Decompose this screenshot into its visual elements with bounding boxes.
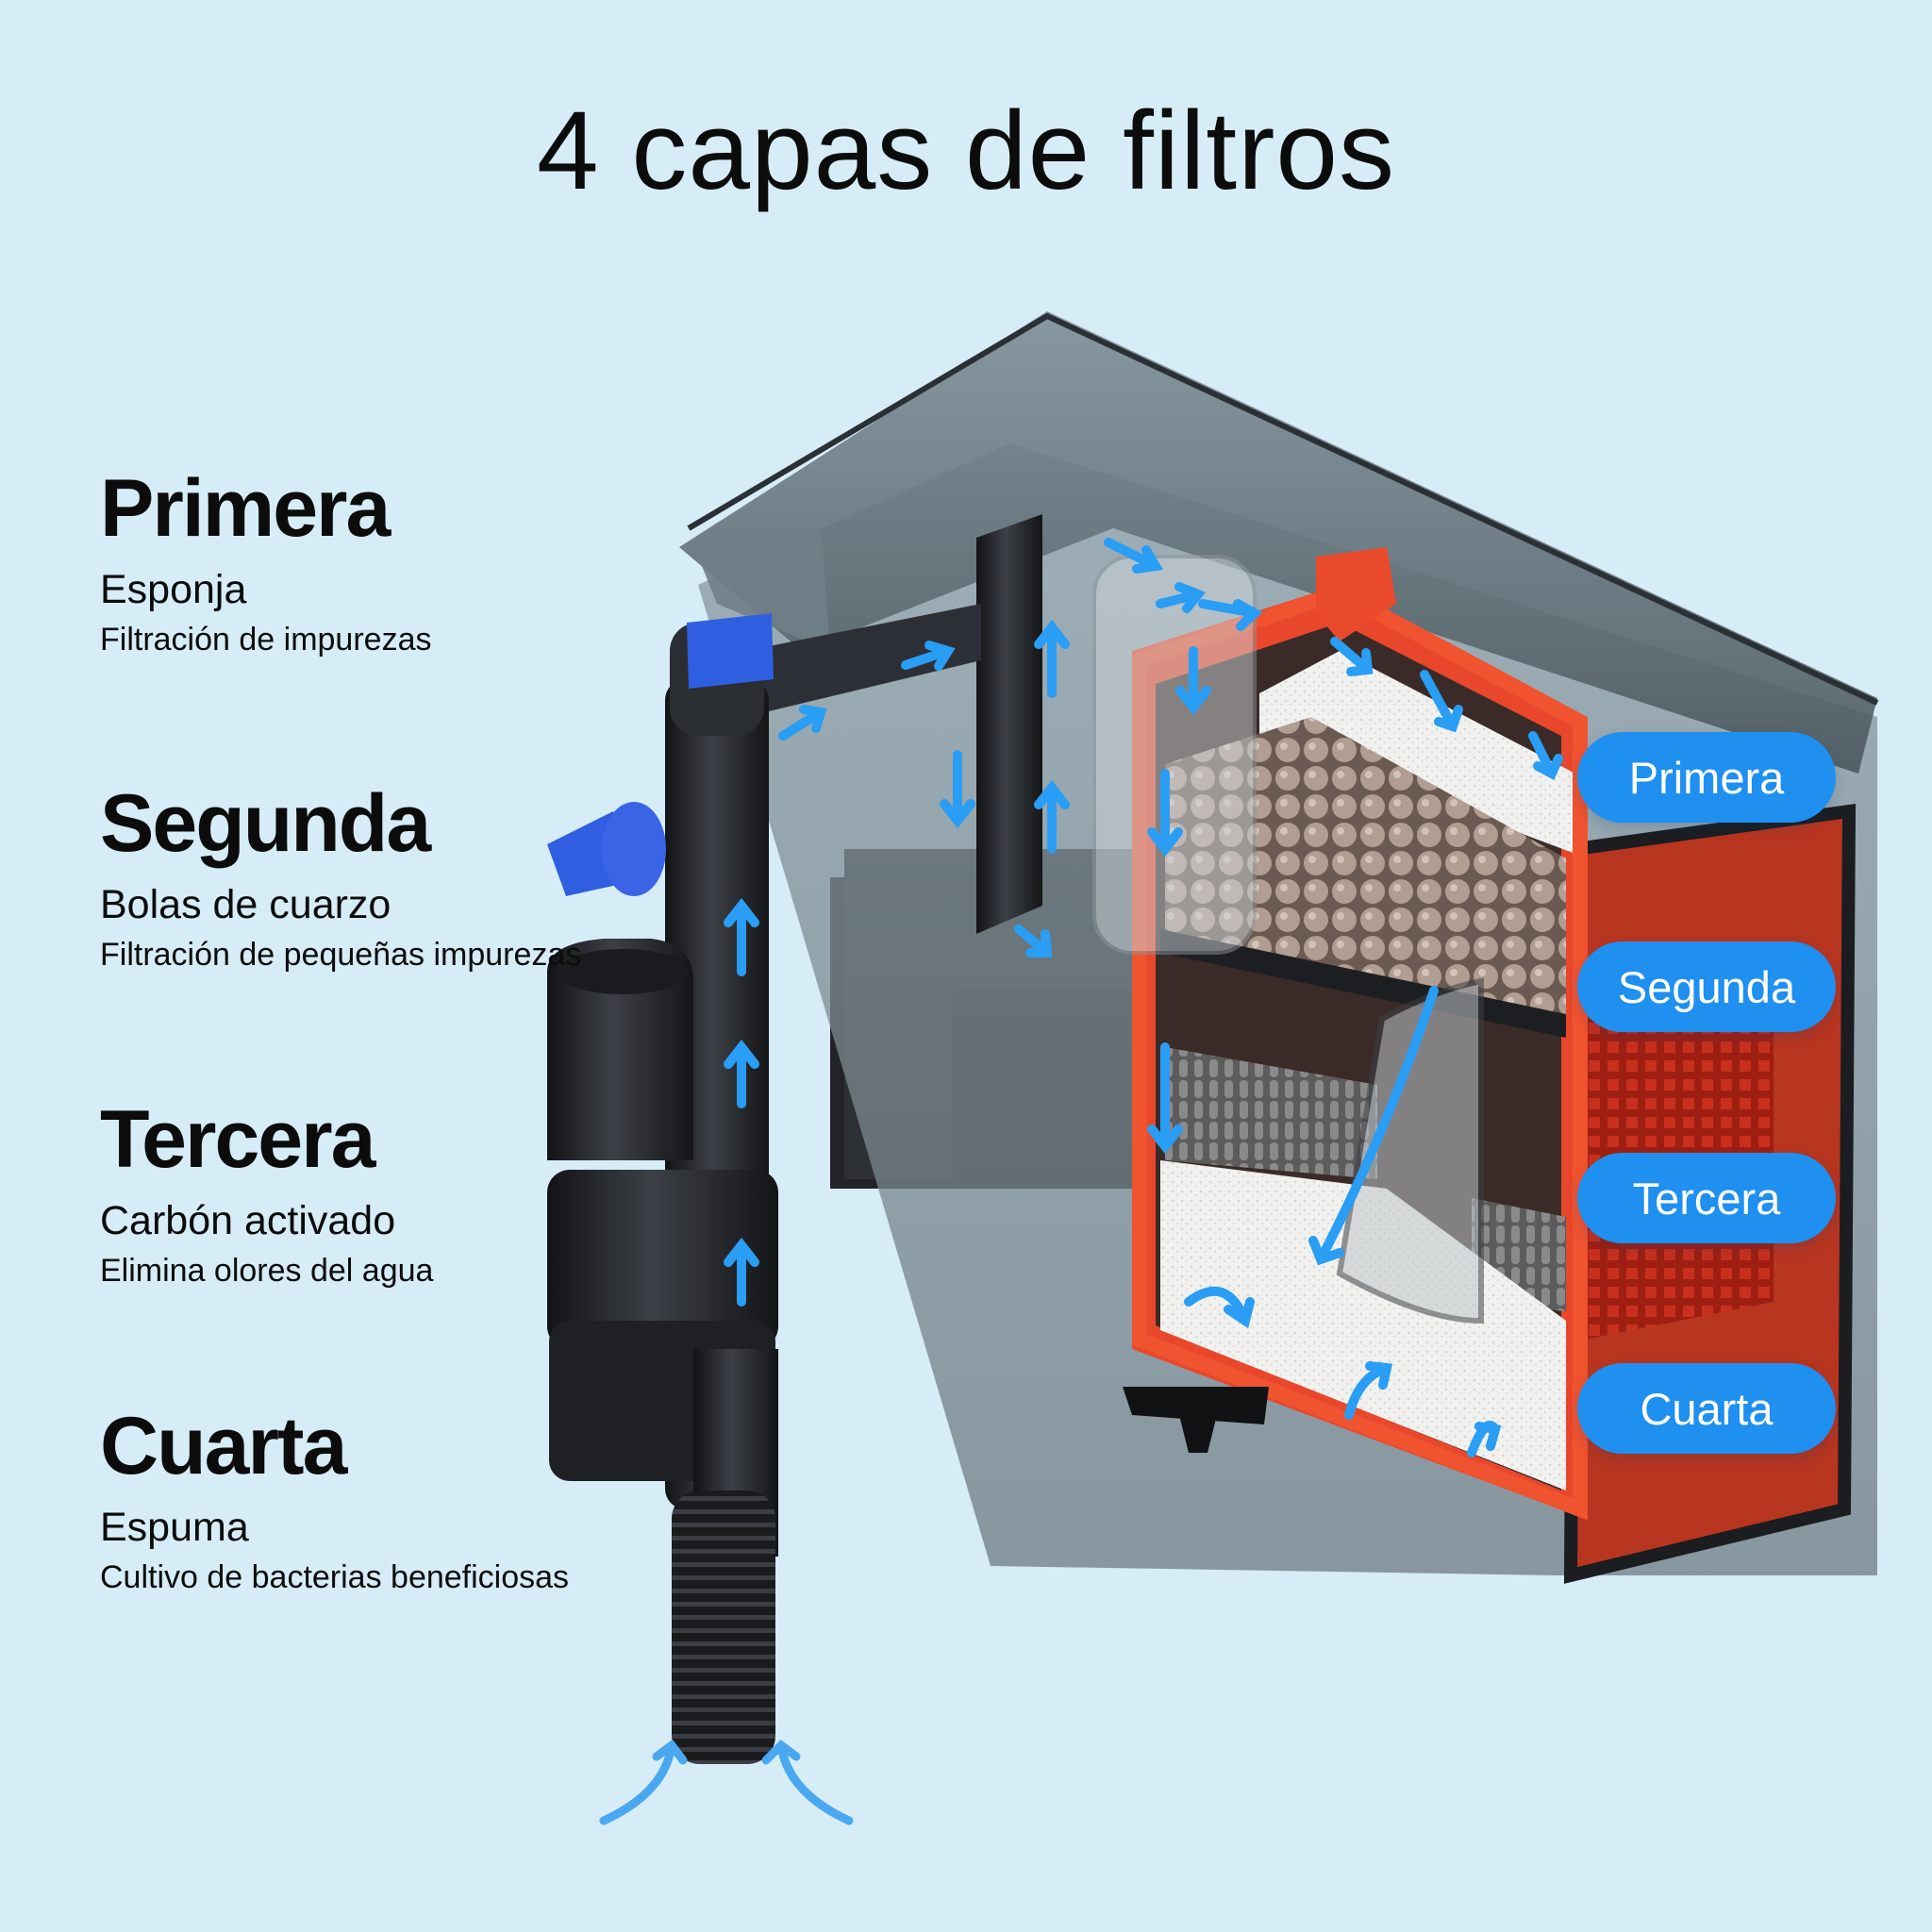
layer-block-4: Cuarta Espuma Cultivo de bacterias benef… (100, 1406, 569, 1593)
layer-material: Espuma (100, 1505, 249, 1550)
layer-purpose: Elimina olores del agua (100, 1253, 434, 1289)
layer-ordinal: Cuarta (100, 1401, 347, 1491)
layer-material: Esponja (100, 567, 247, 612)
layer-block-1: Primera Esponja Filtración de impurezas (100, 468, 431, 656)
callout-tercera: Tercera (1577, 1153, 1836, 1243)
layer-block-2: Segunda Bolas de cuarzo Filtración de pe… (100, 783, 581, 971)
page-title: 4 capas de filtros (536, 89, 1396, 213)
layer-purpose: Filtración de impurezas (100, 622, 432, 658)
flow-arrow-icon (724, 538, 1563, 1457)
callout-segunda: Segunda (1577, 941, 1836, 1032)
layer-block-3: Tercera Carbón activado Elimina olores d… (100, 1099, 433, 1287)
layer-purpose: Filtración de pequeñas impurezas (100, 937, 582, 973)
layer-ordinal: Segunda (100, 778, 431, 869)
layer-ordinal: Primera (100, 463, 391, 554)
layer-material: Carbón activado (100, 1198, 396, 1243)
intake-arrow-icon (599, 1739, 854, 1825)
layer-purpose: Cultivo de bacterias beneficiosas (100, 1559, 570, 1595)
layer-material: Bolas de cuarzo (100, 882, 391, 927)
callout-cuarta: Cuarta (1577, 1363, 1836, 1454)
layer-ordinal: Tercera (100, 1094, 375, 1185)
callout-primera: Primera (1577, 732, 1836, 823)
